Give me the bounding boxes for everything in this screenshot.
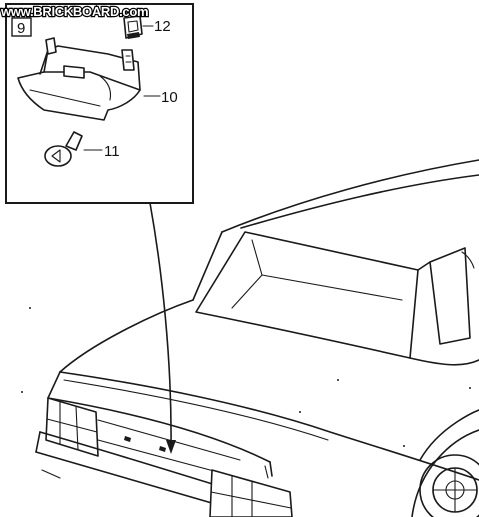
- part-11-bulb: [44, 131, 103, 167]
- part-10-lamp-housing: [17, 37, 161, 121]
- car-rear-illustration: [21, 159, 479, 517]
- inset-box-label: 9: [17, 20, 25, 37]
- callout-11: 11: [104, 143, 120, 160]
- leader-arrow: [149, 202, 176, 454]
- callout-10: 10: [161, 89, 178, 106]
- watermark: www.BRICKBOARD.com: [0, 4, 148, 19]
- callout-12: 12: [154, 18, 171, 35]
- detail-inset: 9 12 10 11: [5, 3, 194, 204]
- inset-box-label-frame: [11, 17, 32, 37]
- part-12-clip: [123, 15, 154, 39]
